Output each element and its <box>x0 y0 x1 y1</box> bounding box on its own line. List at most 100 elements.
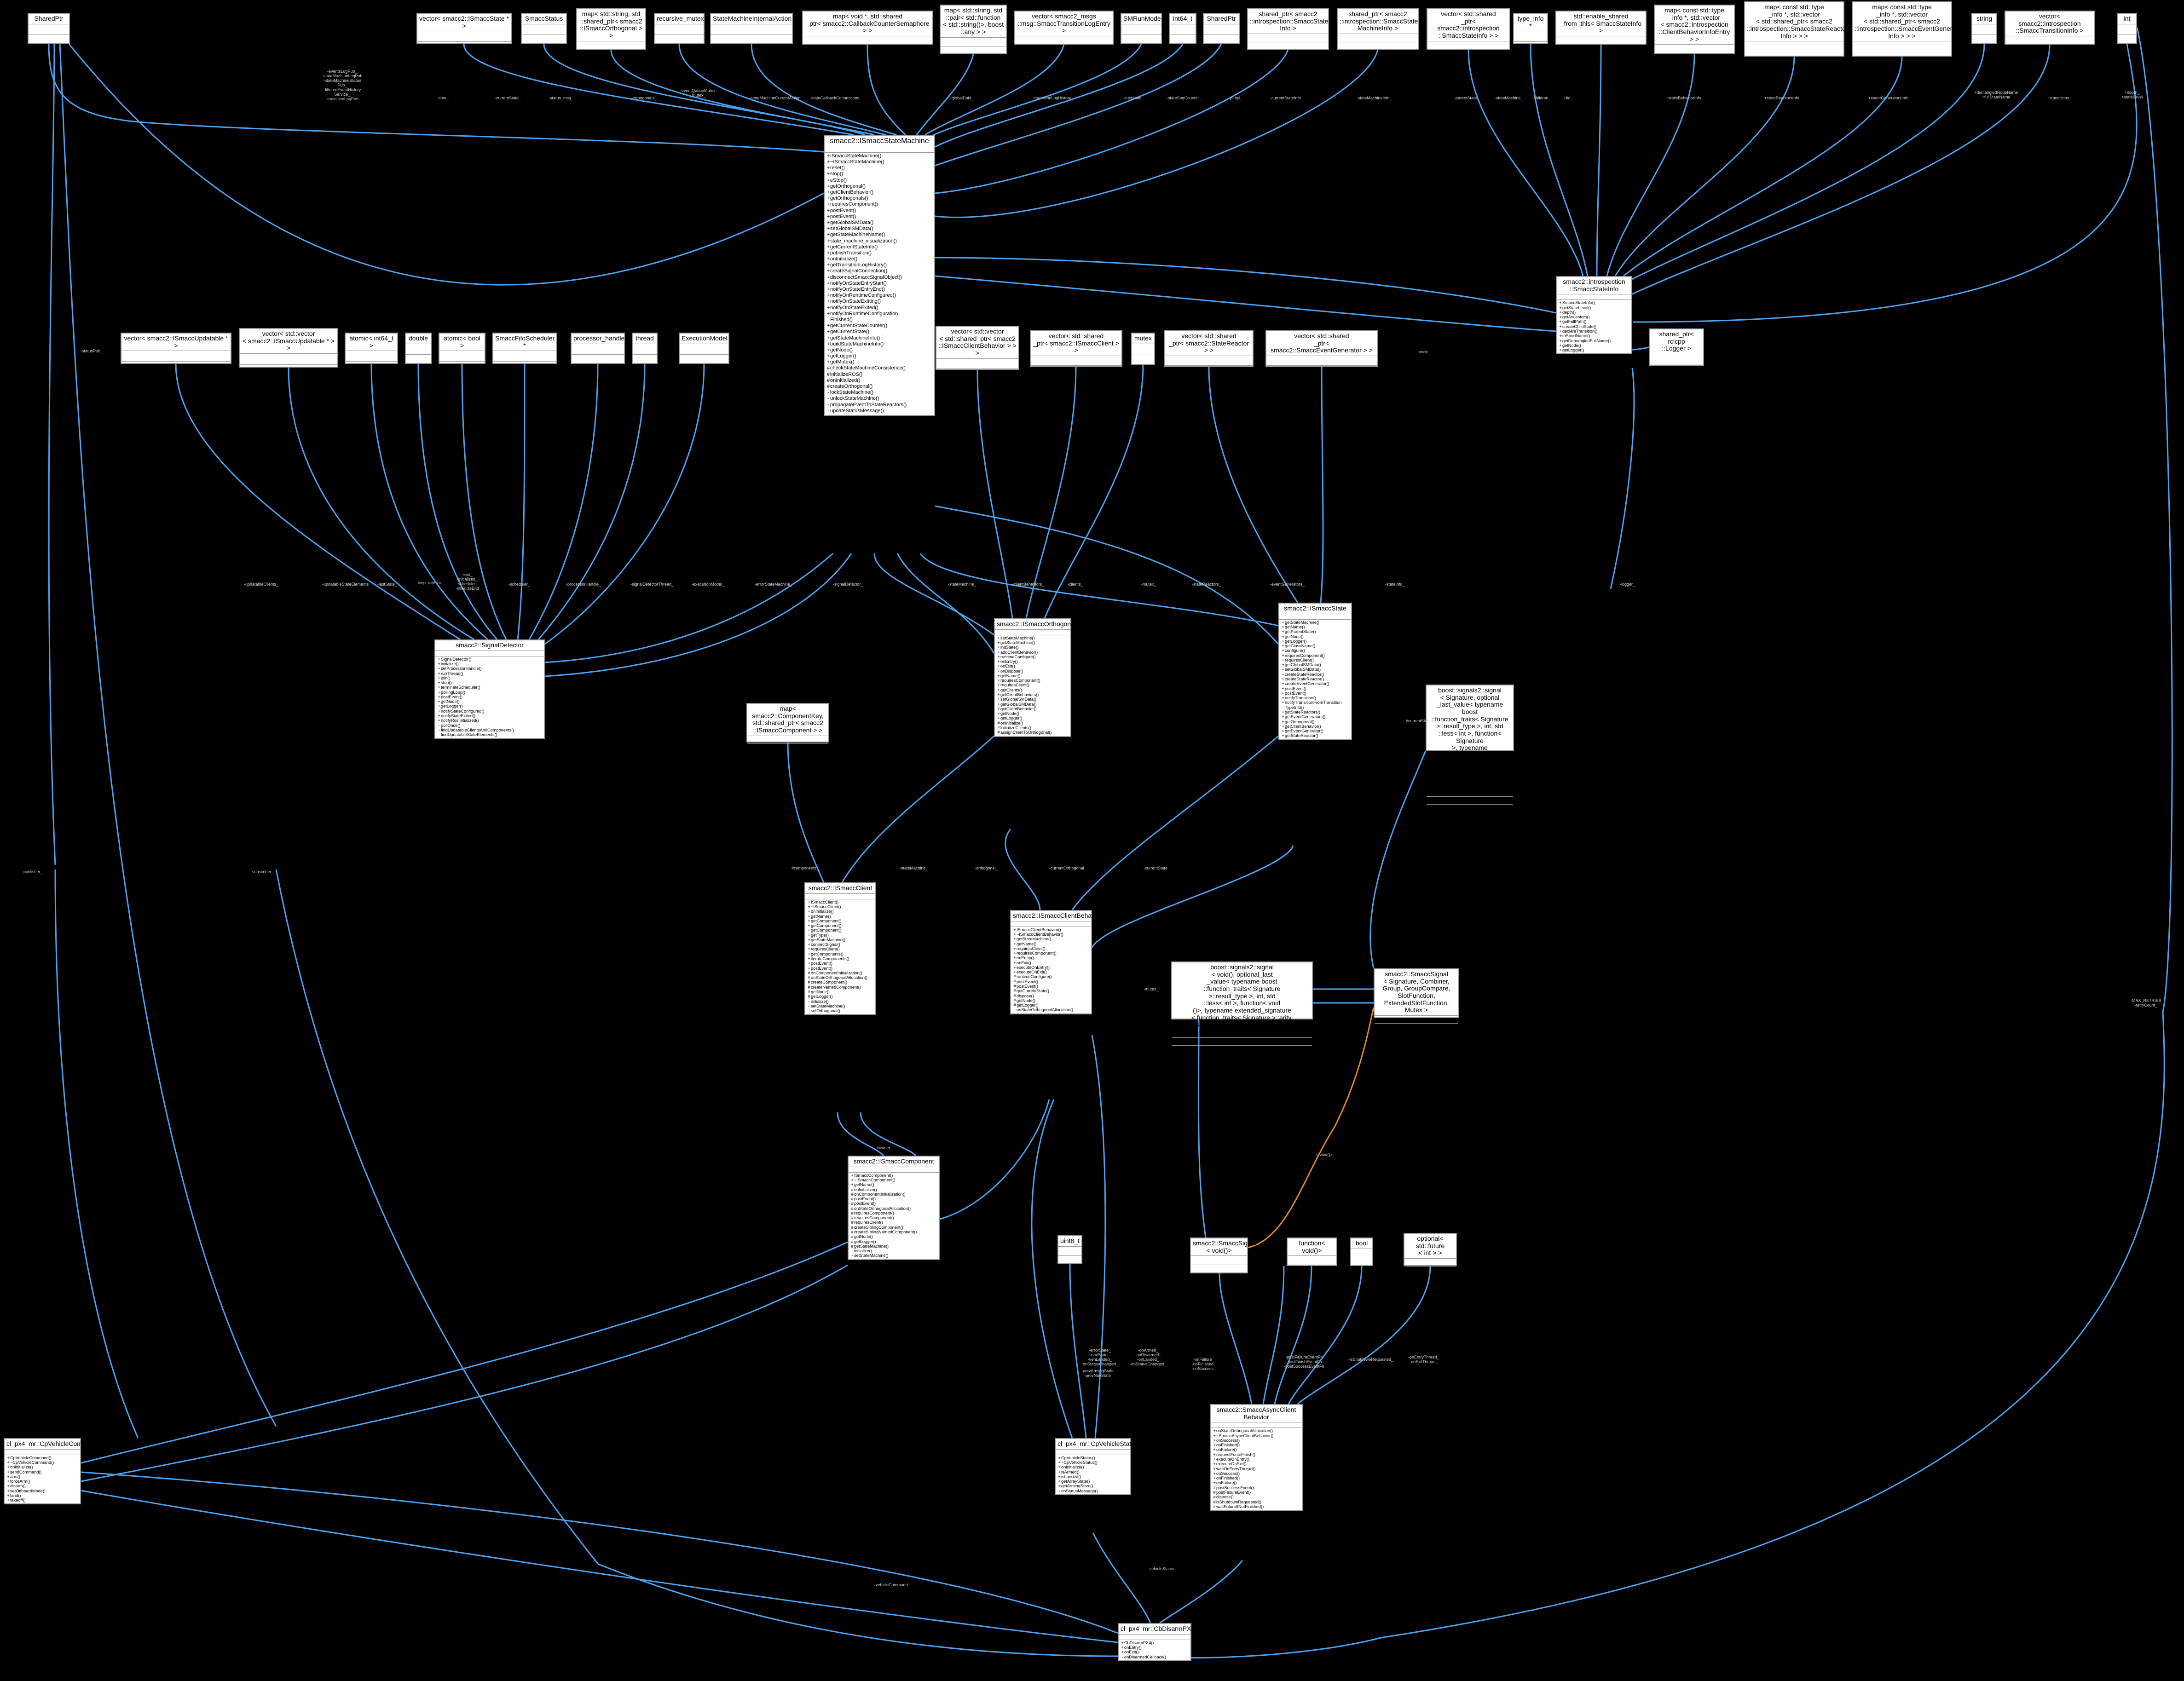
operation-label: createSiblingNamedComponent() <box>854 1230 917 1235</box>
class-node[interactable]: vector< std::shared _ptr< smacc2::ISmacc… <box>1030 330 1122 367</box>
class-node[interactable]: vector< std::shared _ptr< smacc2::SmaccE… <box>1265 330 1378 367</box>
class-node[interactable]: int <box>2117 13 2137 44</box>
class-node[interactable]: thread <box>632 333 658 364</box>
class-node-operation-row: +runtimeConfigure() <box>995 655 1070 659</box>
edge-label: +eventGeneratorsInfo <box>1868 96 1909 100</box>
edge-label: -signalDetector_ <box>833 582 863 587</box>
operation-label: waitOnEntryThread() <box>1216 1466 1256 1471</box>
class-node-operations <box>941 46 1006 55</box>
operation-label: getCurrentState() <box>1017 989 1049 994</box>
class-node[interactable]: SharedPtr <box>28 13 70 44</box>
class-node[interactable]: map< const std::type _info *, std::vecto… <box>1744 1 1848 57</box>
class-node[interactable]: uint8_t <box>1057 1235 1082 1264</box>
edge-label: -updatableStateElements <box>322 582 369 587</box>
class-node[interactable]: shared_ptr< smacc2 ::introspection::Smac… <box>1247 8 1329 50</box>
class-node[interactable]: smacc2::SmaccAsyncClient Behavior+onStat… <box>1210 1404 1303 1511</box>
class-node-operation-row: Finished() <box>825 317 934 323</box>
class-node[interactable]: mutex <box>1131 333 1155 365</box>
class-node[interactable]: smacc2::ISmaccComponent+ISmaccComponent(… <box>848 1156 940 1260</box>
class-node[interactable]: SMRunMode <box>1121 13 1162 44</box>
class-node[interactable]: ExecutionModel <box>679 333 729 364</box>
class-node[interactable]: map< smacc2::ComponentKey, std::shared_p… <box>746 703 829 744</box>
class-node[interactable]: recursive_mutex <box>654 13 705 44</box>
class-node[interactable]: atomic< int64_t > <box>345 333 398 364</box>
class-node[interactable]: processor_handle <box>571 333 625 364</box>
class-node[interactable]: double <box>405 333 432 364</box>
visibility-marker: + <box>1282 733 1284 738</box>
class-node-attributes <box>346 351 397 362</box>
visibility-marker: - <box>808 999 810 1004</box>
operation-label: stop() <box>830 171 844 177</box>
class-node[interactable]: type_info * <box>1513 13 1548 44</box>
visibility-marker: # <box>1013 998 1016 1003</box>
class-node[interactable]: smacc2::introspection ::SmaccStateInfo+S… <box>1556 276 1632 355</box>
class-node[interactable]: std::enable_shared _from_this< SmaccStat… <box>1555 11 1647 45</box>
edge-label: -stateReactors_ <box>1192 582 1221 587</box>
class-node-operation-row: +getOrthogonals() <box>825 196 934 201</box>
visibility-marker: + <box>826 207 830 213</box>
class-node-operation-row: +connectSignal() <box>805 942 875 947</box>
class-node[interactable]: cl_px4_mr::CbDisarmPX4+CbDisarmPX4()+onE… <box>1118 1623 1195 1661</box>
class-node-operation-row: -onStatusMessage() <box>1056 1489 1130 1493</box>
operation-label: onInitialize() <box>1061 1465 1084 1470</box>
class-node[interactable]: vector< smacc2_msgs ::msg::SmaccTransiti… <box>1014 11 1114 45</box>
class-node-operation-row: +getNode() <box>435 699 544 704</box>
class-node[interactable]: cl_px4_mr::CpVehicleCommand+CpVehicleCom… <box>4 1438 98 1505</box>
class-node[interactable]: string <box>1971 13 1997 44</box>
class-node[interactable]: smacc2::ISmaccState+getStateMachine()+ge… <box>1278 603 1352 740</box>
class-node[interactable]: vector< smacc2::ISmaccUpdatable * > <box>121 333 231 364</box>
class-node[interactable]: function< void()> <box>1287 1238 1337 1266</box>
class-node[interactable]: smacc2::ISmaccOrthogonal+setStateMachine… <box>994 618 1076 737</box>
class-node[interactable]: map< std::string, std ::shared_ptr< smac… <box>576 8 646 50</box>
class-node[interactable]: vector< std::vector < std::shared_ptr< s… <box>936 326 1019 370</box>
class-node-operation-row: +createEventGenerator() <box>1279 681 1351 686</box>
operation-label: lockStateMachine() <box>830 390 874 396</box>
class-node[interactable]: int64_t <box>1169 13 1196 44</box>
class-node-operation-row: #onInitialized() <box>825 378 934 384</box>
class-node[interactable]: boost::signals2::signal < void(), option… <box>1171 961 1313 1046</box>
class-node[interactable]: smacc2::ISmaccStateMachine+ISmaccStateMa… <box>824 135 935 416</box>
class-node[interactable]: smacc2::SignalDetector+SignalDetector()+… <box>434 639 545 739</box>
class-node[interactable]: vector< std::shared _ptr< smacc2::intros… <box>1427 8 1510 50</box>
visibility-marker: + <box>997 650 1000 655</box>
class-node-operation-row: +getEventGenerator() <box>1279 729 1351 733</box>
operation-label: ~ISmaccClient() <box>811 904 841 909</box>
operation-label: getName() <box>1017 941 1037 946</box>
operation-label: getLogger() <box>441 704 463 709</box>
class-node[interactable]: map< std::string, std ::pair< std::funct… <box>940 5 1007 54</box>
class-node[interactable]: map< void *, std::shared _ptr< smacc2::C… <box>802 11 933 45</box>
class-node[interactable]: cl_px4_mr::CpVehicleStatus+CpVehicleStat… <box>1055 1438 1138 1495</box>
class-node[interactable]: smacc2::ISmaccClient+ISmaccClient()+~ISm… <box>804 882 876 1015</box>
class-node[interactable]: bool <box>1350 1238 1373 1266</box>
class-node[interactable]: smacc2::SmaccSignal < Signature, Combine… <box>1374 968 1459 1024</box>
class-node[interactable]: smacc2::SmaccSignal < void()> <box>1190 1238 1256 1273</box>
class-node[interactable]: shared_ptr< smacc2 ::introspection::Smac… <box>1337 8 1419 50</box>
class-node[interactable]: shared_ptr< rclcpp ::Logger > <box>1649 328 1704 366</box>
class-node[interactable]: optional< std::future < int > > <box>1404 1233 1457 1267</box>
class-node-operation-row: +buildStateMachineInfo() <box>825 341 934 347</box>
class-node[interactable]: vector< smacc2::ISmaccState * > <box>416 13 512 44</box>
class-node[interactable]: SmaccStatus <box>521 13 567 44</box>
class-node[interactable]: map< const std::type _info *, std::vecto… <box>1852 1 1964 57</box>
class-node[interactable]: smacc2::ISmaccClientBehavior+ISmaccClien… <box>1010 910 1102 1014</box>
class-node[interactable]: atomic< bool > <box>439 333 485 364</box>
class-node-operation-row: +getComponent() <box>805 923 875 928</box>
class-node[interactable]: SharedPtr <box>1203 13 1240 44</box>
edge-label: -postFailureEventFn -postFinishEventFn -… <box>1284 1355 1324 1369</box>
visibility-marker: + <box>997 640 1000 645</box>
class-node[interactable]: vector< smacc2::introspection ::SmaccTra… <box>2005 11 2095 45</box>
class-node[interactable]: StateMachineInternalAction <box>710 13 793 44</box>
class-node[interactable]: map< const std::type _info *, std::vecto… <box>1654 5 1735 54</box>
class-node-title: string <box>1972 14 1996 24</box>
visibility-marker: + <box>808 961 810 966</box>
visibility-marker: + <box>1213 1447 1216 1452</box>
class-node[interactable]: boost::signals2::signal < Signature, opt… <box>1426 685 1514 805</box>
operation-label: requestForceFinish() <box>1216 1452 1255 1457</box>
visibility-marker: + <box>997 716 1000 721</box>
class-node[interactable]: SmaccFifoScheduler * <box>492 333 557 364</box>
edge-label: +staticBehaviorInfo <box>1666 96 1701 100</box>
class-node-operation-row: +onSuccess() <box>1211 1471 1302 1476</box>
class-node[interactable]: vector< std::vector < smacc2::ISmaccUpda… <box>239 328 338 368</box>
operation-label: notifyOnStateExited() <box>830 305 878 311</box>
class-node[interactable]: vector< std::shared _ptr< smacc2::StateR… <box>1164 330 1254 367</box>
